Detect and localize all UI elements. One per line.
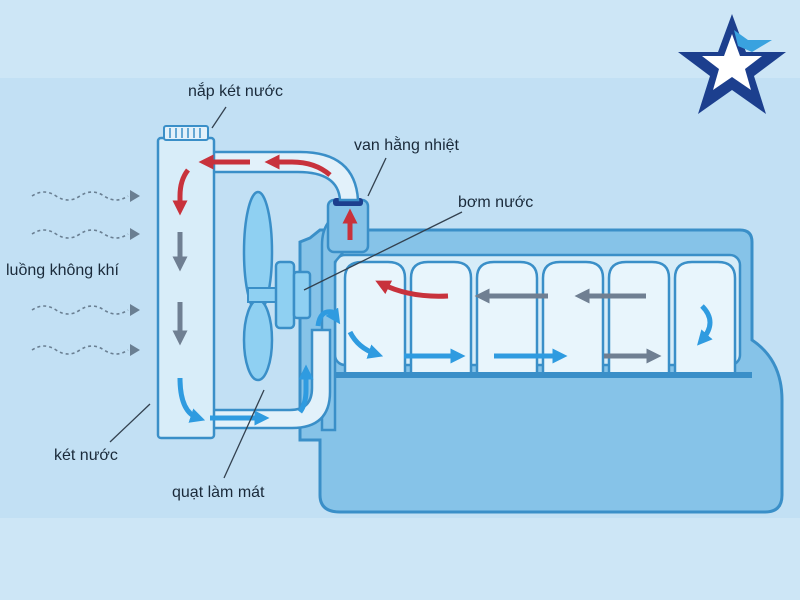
hot-coolant-flow-arrows xyxy=(172,154,449,299)
cool-coolant-flow-arrows xyxy=(177,304,713,426)
label-water-pump: bơm nước xyxy=(458,194,534,211)
airflow-arrow-icons xyxy=(130,190,140,356)
label-airflow: luồng không khí xyxy=(6,262,119,279)
engine-deck-line xyxy=(320,372,752,378)
radiator-cap-grip xyxy=(169,128,201,138)
cooling-fan xyxy=(242,190,312,382)
label-thermostat: van hằng nhiệt xyxy=(354,137,459,154)
star-logo-icon xyxy=(678,14,786,114)
label-radiator-cap: nắp két nước xyxy=(188,83,284,100)
fan-pulley xyxy=(274,260,296,330)
radiator-cap xyxy=(163,125,209,141)
label-cooling-fan: quạt làm mát xyxy=(172,484,265,501)
label-leader-lines xyxy=(109,106,463,479)
airflow-lines xyxy=(31,191,129,355)
label-radiator: két nước xyxy=(54,447,118,464)
radiator xyxy=(156,136,216,440)
medium-coolant-flow-arrows xyxy=(172,232,662,364)
